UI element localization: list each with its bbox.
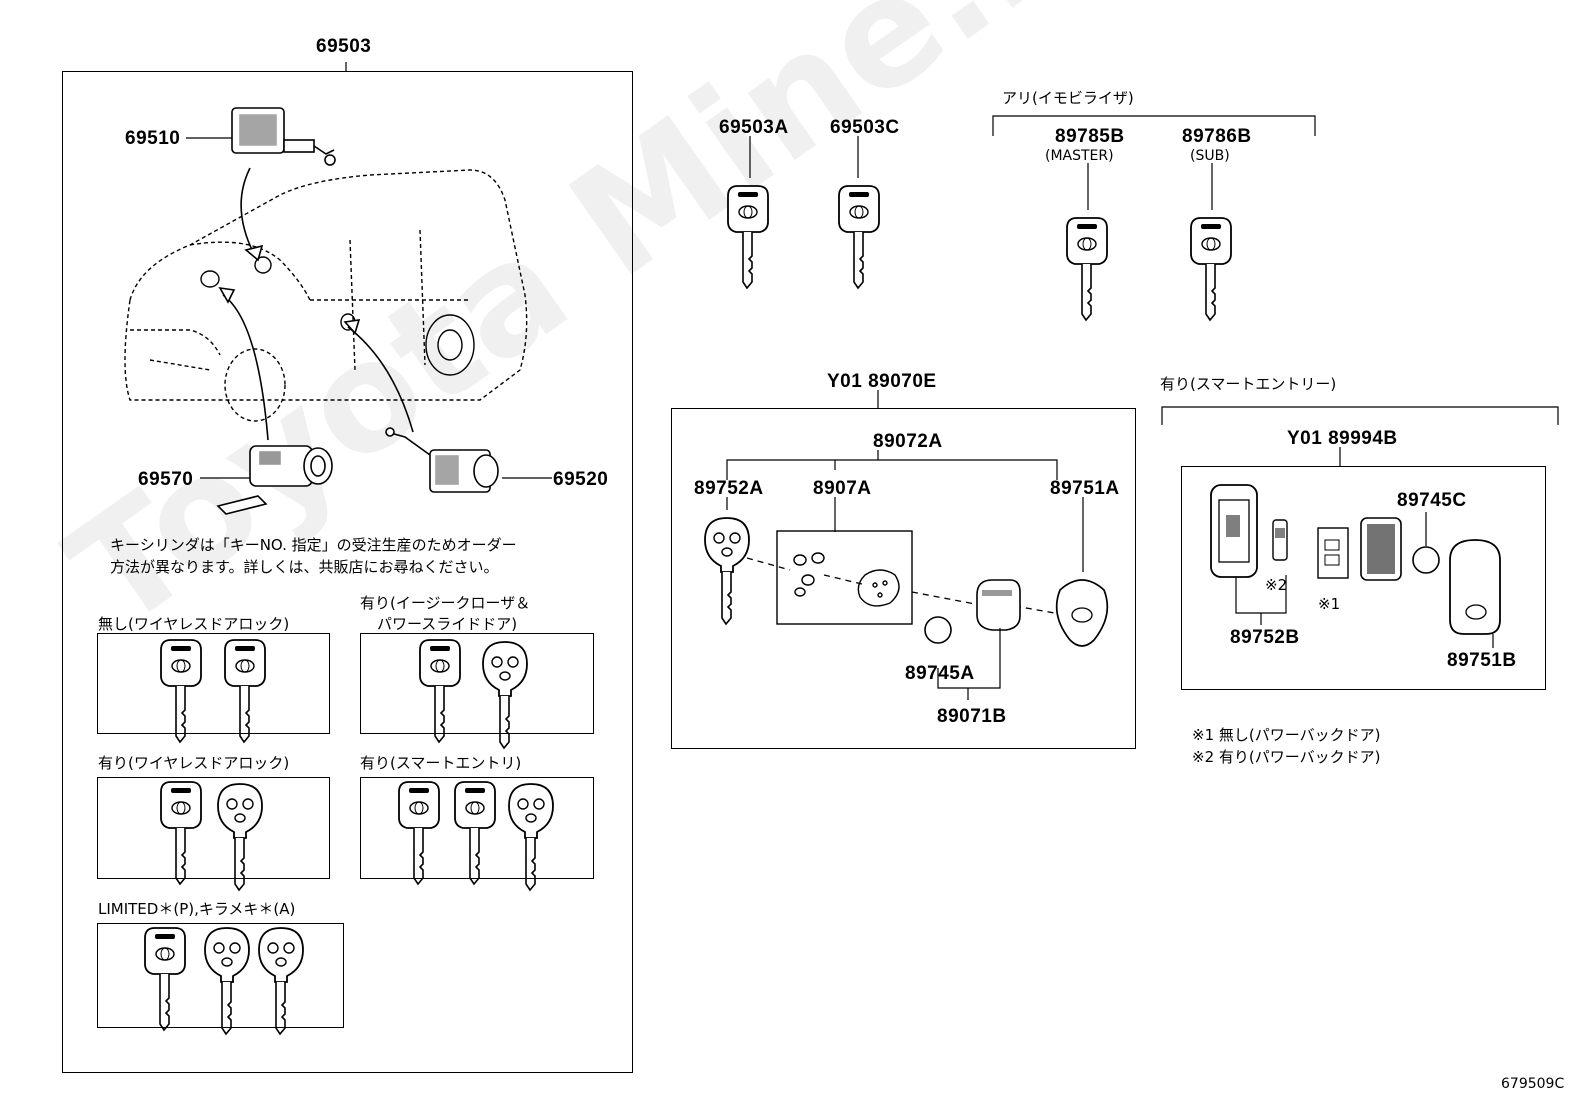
smart-entry-condition: 有り(スマートエントリー) [1160, 375, 1337, 393]
variant-frame-smart-entry [360, 777, 594, 879]
part-no-69503[interactable]: 69503 [316, 36, 372, 57]
part-no-y01-89070e[interactable]: Y01 89070E [827, 371, 937, 392]
variant-label-no-wireless: 無し(ワイヤレスドアロック) [98, 615, 290, 633]
part-no-69570[interactable]: 69570 [138, 469, 194, 490]
order-note-line2: 方法が異なります。詳しくは、共販店にお尋ねください。 [110, 558, 499, 576]
smart-group-frame [1181, 466, 1546, 690]
diagram-code: 679509C [1501, 1076, 1565, 1092]
part-no-69520[interactable]: 69520 [553, 469, 609, 490]
part-no-69503c[interactable]: 69503C [830, 117, 900, 138]
variant-frame-wireless [97, 777, 330, 879]
part-no-89751a[interactable]: 89751A [1050, 478, 1120, 499]
variant-label-easy-closer-1: 有り(イージークローザ＆ [360, 594, 531, 612]
variant-frame-no-wireless [97, 633, 330, 734]
mark-2: ※2 [1265, 576, 1288, 594]
sub-label: (SUB) [1190, 148, 1230, 164]
part-no-89071b[interactable]: 89071B [937, 706, 1007, 727]
part-no-89072a[interactable]: 89072A [873, 431, 943, 452]
variant-label-easy-closer-2: パワースライドドア) [377, 615, 518, 633]
master-label: (MASTER) [1045, 148, 1114, 164]
immobilizer-label: アリ(イモビライザ) [1002, 89, 1134, 107]
variant-label-smart-entry: 有り(スマートエントリ) [360, 754, 522, 772]
variant-label-limited: LIMITED＊(P),キラメキ＊(A) [98, 900, 296, 918]
remote-group-frame [671, 408, 1136, 749]
part-no-69503a[interactable]: 69503A [719, 117, 789, 138]
left-group-frame [62, 71, 633, 1073]
part-no-89745c[interactable]: 89745C [1397, 490, 1467, 511]
footnote-2: ※2 有り(パワーバックドア) [1192, 748, 1381, 766]
part-no-y01-89994b[interactable]: Y01 89994B [1287, 428, 1398, 449]
part-no-89752a[interactable]: 89752A [694, 478, 764, 499]
part-no-8907a[interactable]: 8907A [813, 478, 872, 499]
variant-frame-easy-closer [360, 633, 594, 734]
part-no-89786b[interactable]: 89786B [1182, 126, 1252, 147]
part-no-89785b[interactable]: 89785B [1055, 126, 1125, 147]
order-note-line1: キーシリンダは「キーNO. 指定」の受注生産のためオーダー [110, 536, 517, 554]
variant-frame-limited [97, 923, 344, 1028]
variant-label-wireless: 有り(ワイヤレスドアロック) [98, 754, 290, 772]
part-no-89752b[interactable]: 89752B [1230, 627, 1300, 648]
part-no-89751b[interactable]: 89751B [1447, 650, 1517, 671]
part-no-69510[interactable]: 69510 [125, 128, 181, 149]
mark-1: ※1 [1318, 595, 1341, 613]
footnote-1: ※1 無し(パワーバックドア) [1192, 726, 1381, 744]
part-no-89745a[interactable]: 89745A [905, 663, 975, 684]
